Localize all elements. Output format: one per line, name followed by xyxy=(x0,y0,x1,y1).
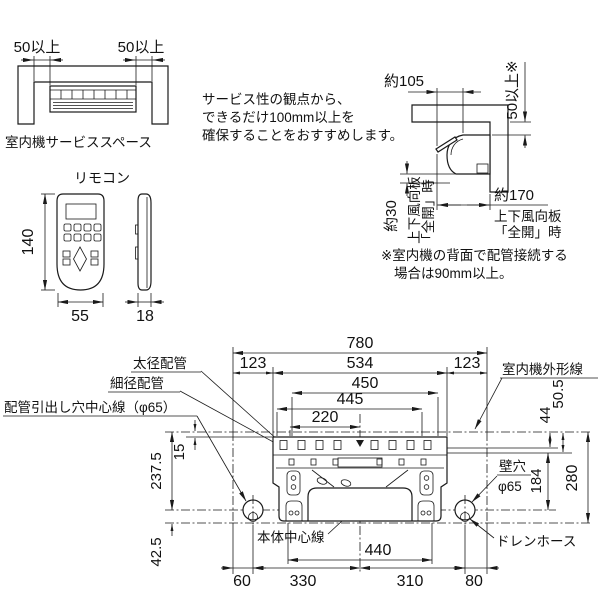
remote-display xyxy=(65,203,97,220)
dim-170-group xyxy=(436,154,548,210)
center-mark-triangle xyxy=(356,440,364,447)
wall-hatch xyxy=(17,65,169,125)
service-space-diagram: 50以上 50以上 室内機サービススペース xyxy=(5,39,169,150)
dim-50-right: 50以上 xyxy=(118,39,165,56)
flap-label-1: 上下風向板 xyxy=(407,176,422,244)
unit-outline-label: 室内機外形線 xyxy=(502,361,583,377)
open-label-1: 上下風向板 xyxy=(494,209,562,224)
thin-pipe-label: 細径配管 xyxy=(110,376,164,391)
dim-30-flap-group xyxy=(400,161,456,196)
mounting-plate-body xyxy=(272,436,448,522)
dim-440: 440 xyxy=(365,542,392,559)
plate-hook-row xyxy=(279,440,432,450)
body-centerline-label: 本体中心線 xyxy=(257,530,325,545)
wall-hole-diameter-label: φ65 xyxy=(498,479,522,494)
plate-feet xyxy=(285,500,435,521)
plate-center-opening xyxy=(307,487,413,521)
advice-line2: できるだけ100mm以上を xyxy=(202,110,355,125)
drain-hose-right xyxy=(460,512,470,522)
drain-hose-label: ドレンホース xyxy=(496,534,576,549)
dim-55: 55 xyxy=(71,308,89,325)
dim-310: 310 xyxy=(397,573,424,590)
remote-side-view xyxy=(135,193,152,291)
dim-330: 330 xyxy=(290,573,317,590)
dim-105-group xyxy=(408,88,481,146)
remote-front-view xyxy=(56,193,105,291)
dim-140: 140 xyxy=(20,229,37,256)
dim-60: 60 xyxy=(233,573,251,590)
remote-title: リモコン xyxy=(74,170,130,186)
dim-780: 780 xyxy=(347,335,374,352)
plate-clip-row xyxy=(288,457,427,468)
dim-80: 80 xyxy=(465,573,483,590)
dim-18: 18 xyxy=(136,308,154,325)
dim-445: 445 xyxy=(337,391,364,408)
service-space-dimensions xyxy=(21,56,165,85)
remote-width-dim xyxy=(57,293,104,307)
wall-hole-label: 壁穴 xyxy=(499,459,526,474)
left-dimensions xyxy=(169,420,197,536)
top-dimensions xyxy=(232,350,488,436)
callout-labels: 太径配管 細径配管 配管引出し穴中心線（φ65） 室内機外形線 壁穴 φ65 本… xyxy=(3,356,598,549)
dim-450: 450 xyxy=(352,375,379,392)
indoor-unit-side-section xyxy=(435,134,491,175)
advice-line1: サービス性の観点から、 xyxy=(202,91,351,107)
thick-pipe-label: 太径配管 xyxy=(133,356,187,371)
dim-30: 約30 xyxy=(383,200,400,232)
side-view-diagram: 約105 50以上※ 約30 上下風向板 「全開」時 約170 上下風向板 「全… xyxy=(381,60,568,281)
rear-pipe-note-1: ※室内機の背面で配管接続する xyxy=(381,247,568,263)
indoor-unit-front xyxy=(49,85,137,113)
dim-50-left: 50以上 xyxy=(14,39,61,56)
dim-220: 220 xyxy=(312,409,339,426)
dim-44: 44 xyxy=(537,407,554,424)
pipe-hole-centerline-label: 配管引出し穴中心線（φ65） xyxy=(4,400,176,415)
mounting-plate-diagram: 780 123 534 123 450 445 220 237.5 15 42.… xyxy=(3,335,598,590)
reference-lines xyxy=(165,347,592,574)
dim-534: 534 xyxy=(347,355,374,372)
wall-hole-left xyxy=(242,495,264,574)
dim-105: 約105 xyxy=(384,73,424,90)
service-space-caption: 室内機サービススペース xyxy=(5,134,152,150)
open-label-2: 「全開」時 xyxy=(494,224,562,240)
right-dimensions xyxy=(545,431,591,524)
plate-center-bar xyxy=(337,457,383,468)
dim-15: 15 xyxy=(171,444,188,461)
dim-237-5: 237.5 xyxy=(148,452,165,490)
remote-depth-dim xyxy=(125,293,164,307)
plate-screw-slots xyxy=(286,470,434,496)
dim-50-gap: 50以上※ xyxy=(504,60,521,119)
plate-pipe-holes xyxy=(311,469,409,488)
dim-50-5: 50.5 xyxy=(550,379,567,408)
remote-height-dim xyxy=(41,193,55,291)
ceiling-wall-hatch xyxy=(411,104,509,193)
wall-hole-right xyxy=(454,495,476,574)
rear-pipe-note-2: 場合は90mm以上。 xyxy=(394,266,513,281)
remote-buttons xyxy=(62,223,102,272)
advice-line3: 確保することをおすすめします。 xyxy=(202,128,403,143)
service-advice-note: サービス性の観点から、 できるだけ100mm以上を 確保することをおすすめします… xyxy=(202,91,403,143)
airflow-flap xyxy=(435,136,458,153)
dim-184: 184 xyxy=(528,468,545,493)
remote-control-diagram: リモコン 140 55 xyxy=(20,170,164,325)
dim-280: 280 xyxy=(564,465,581,492)
remote-nav-button xyxy=(73,246,87,272)
flap-label-2: 「全開」時 xyxy=(420,179,436,247)
bottom-dimensions xyxy=(221,523,499,571)
dim-170: 約170 xyxy=(494,187,534,204)
dim-42-5: 42.5 xyxy=(148,537,165,566)
dim-123-right: 123 xyxy=(454,355,481,372)
dim-123-left: 123 xyxy=(240,355,267,372)
dim-50-top-gap-group xyxy=(492,62,531,148)
drain-hose-left xyxy=(248,512,258,522)
